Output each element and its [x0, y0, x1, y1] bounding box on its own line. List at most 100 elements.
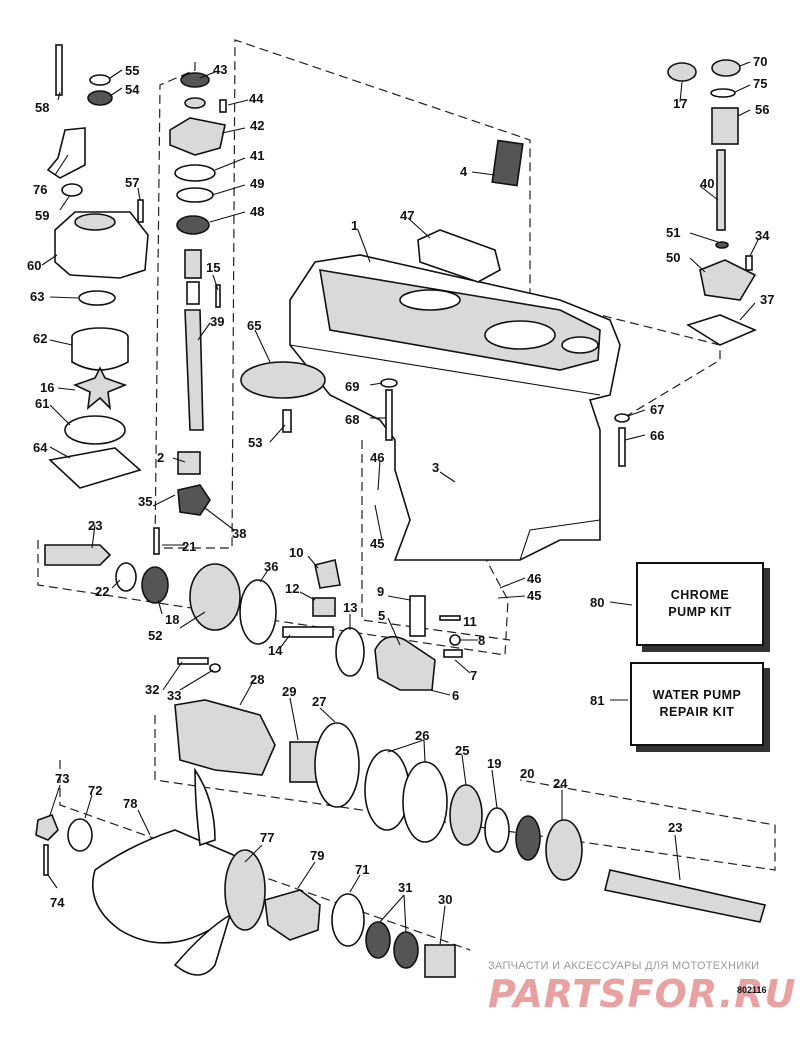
propeller-shaft	[604, 869, 767, 923]
detent-ball-8	[449, 634, 461, 646]
callout-36: 36	[264, 559, 278, 574]
callout-59: 59	[35, 208, 49, 223]
propeller-group-outline	[59, 760, 471, 951]
driveshaft	[184, 309, 204, 431]
shift-pin-14	[282, 626, 334, 638]
shift-arm	[46, 127, 86, 179]
callout-labels: 1 2 3 4 5 6 7 8 9 10 11 12 13 14 15 16 1…	[27, 54, 774, 910]
reverse-gear-24	[545, 819, 583, 881]
callout-57: 57	[125, 175, 139, 190]
callout-62: 62	[33, 331, 47, 346]
o-ring-41	[174, 164, 216, 182]
spacer-72	[67, 818, 93, 852]
forward-gear-52	[189, 563, 241, 631]
clutch-dog-18	[141, 566, 169, 604]
callout-10: 10	[289, 545, 303, 560]
thrust-hub-79	[264, 889, 321, 941]
propeller	[91, 767, 266, 976]
screw-53	[282, 409, 292, 433]
callout-48: 48	[250, 204, 264, 219]
callout-15: 15	[206, 260, 220, 275]
washer-19	[484, 807, 510, 853]
retaining-ring-a	[364, 749, 410, 831]
callout-17: 17	[673, 96, 687, 111]
callout-28: 28	[250, 672, 264, 687]
grommet	[87, 90, 113, 106]
callout-51: 51	[666, 225, 680, 240]
callout-1: 1	[351, 218, 358, 233]
callout-75: 75	[753, 76, 767, 91]
bearing-2	[177, 451, 201, 475]
callout-77: 77	[260, 830, 274, 845]
impeller	[72, 366, 128, 411]
shift-rod	[716, 149, 726, 231]
callout-67: 67	[650, 402, 664, 417]
pump-screw	[137, 199, 144, 223]
callout-13: 13	[343, 600, 357, 615]
callout-79: 79	[310, 848, 324, 863]
water-screen	[491, 139, 524, 187]
callout-30: 30	[438, 892, 452, 907]
shift-group-outline	[361, 440, 511, 641]
callout-24: 24	[553, 776, 568, 791]
screw-44	[219, 99, 227, 113]
callout-33: 33	[167, 688, 181, 703]
long-screw	[55, 44, 63, 96]
seal-ring	[78, 290, 116, 306]
callout-43: 43	[213, 62, 227, 77]
clip-75	[710, 88, 736, 98]
leader-lines	[41, 61, 759, 946]
callout-52: 52	[148, 628, 162, 643]
callout-27: 27	[312, 694, 326, 709]
spring-7	[443, 649, 463, 658]
callout-31: 31	[398, 880, 412, 895]
screw-32	[177, 657, 209, 665]
callout-76: 76	[33, 182, 47, 197]
callout-11: 11	[463, 614, 477, 629]
grommet-upper	[61, 183, 83, 197]
needle-bearing	[184, 249, 202, 279]
watermark-caption: ЗАПЧАСТИ И АКСЕССУАРЫ ДЛЯ МОТОТЕХНИКИ	[488, 960, 760, 972]
seal-31-b	[393, 931, 419, 969]
callout-16: 16	[40, 380, 54, 395]
callout-9: 9	[377, 584, 384, 599]
drive-seal-top	[180, 72, 210, 88]
stud-68	[385, 389, 393, 441]
gasket-37	[686, 314, 758, 346]
callout-6: 6	[452, 688, 459, 703]
callout-39: 39	[210, 314, 224, 329]
impeller-plate	[48, 447, 142, 489]
drawing-code: 802116	[737, 985, 767, 995]
retaining-ring-b	[402, 761, 448, 843]
callout-78: 78	[123, 796, 137, 811]
callout-50: 50	[666, 250, 680, 265]
o-ring-51	[715, 241, 729, 249]
callout-73: 73	[55, 771, 69, 786]
callout-72: 72	[88, 783, 102, 798]
callout-54: 54	[125, 82, 140, 97]
callout-7: 7	[470, 668, 477, 683]
o-ring-22	[115, 562, 137, 592]
chrome-pump-kit-box: CHROME PUMP KIT	[636, 562, 764, 646]
callout-25: 25	[455, 743, 469, 758]
lower-bearing-group-outline	[154, 715, 776, 871]
callout-42: 42	[250, 118, 264, 133]
callout-38: 38	[232, 526, 246, 541]
callout-2: 2	[157, 450, 164, 465]
cotter-pin-74	[43, 844, 49, 876]
callout-22: 22	[95, 584, 109, 599]
callout-12: 12	[285, 581, 299, 596]
thrust-bearing-20	[515, 815, 541, 861]
callout-5: 5	[378, 608, 385, 623]
screw-66	[618, 427, 626, 467]
nut-73	[35, 813, 59, 841]
callout-46a: 46	[370, 450, 384, 465]
callout-4: 4	[460, 164, 468, 179]
callout-41: 41	[250, 148, 264, 163]
bearing-30	[424, 944, 456, 978]
callout-29: 29	[282, 684, 296, 699]
callout-26: 26	[415, 728, 429, 743]
callout-35: 35	[138, 494, 152, 509]
o-ring-49	[176, 187, 214, 203]
